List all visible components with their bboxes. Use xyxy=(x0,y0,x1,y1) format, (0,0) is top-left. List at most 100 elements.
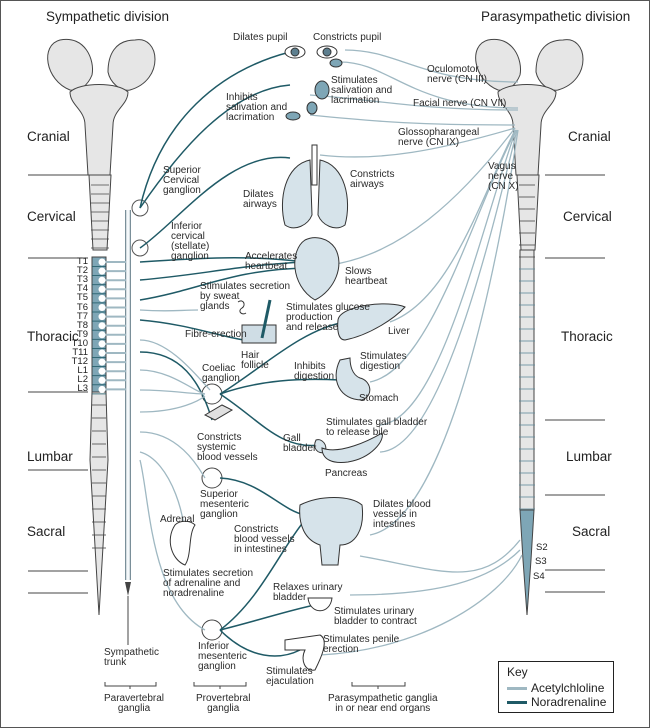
label-paravertebral-ganglia: Paravertebral ganglia xyxy=(104,693,165,714)
segment-L3: L3 xyxy=(77,383,88,395)
label-stimulates-digestion: Stimulates digestion xyxy=(360,351,407,372)
salivary-gland-4 xyxy=(285,111,301,121)
intestines xyxy=(299,497,364,566)
heart xyxy=(294,237,340,301)
segment-T6: T6 xyxy=(76,301,88,313)
root-node-T3 xyxy=(98,276,106,284)
lung-left xyxy=(282,159,313,229)
region-left-lumbar: Lumbar xyxy=(27,449,73,464)
segment-T3: T3 xyxy=(76,274,88,286)
root-node-T5 xyxy=(98,294,106,302)
salivary-gland-2 xyxy=(314,80,330,100)
root-node-T1 xyxy=(98,258,106,266)
label-slows-heartbeat: Slows heartbeat xyxy=(345,266,388,287)
label-pancreas: Pancreas xyxy=(325,468,368,479)
region-left-cranial: Cranial xyxy=(27,129,70,144)
label-inhibits-digestion: Inhibits digestion xyxy=(294,361,335,382)
adrenal-gland xyxy=(169,520,196,566)
label-glucose-release: Stimulates glucose production and releas… xyxy=(286,302,370,333)
legend-item-acetylcholine: Acetylchloline xyxy=(507,681,604,695)
penis xyxy=(284,634,325,671)
root-node-T11 xyxy=(98,349,106,357)
segment-T8: T8 xyxy=(76,319,88,331)
acetylcholine-pathways xyxy=(139,49,523,656)
label-bladder-contract: Stimulates urinary bladder to contract xyxy=(334,606,417,627)
salivary-gland-3 xyxy=(306,101,318,115)
region-right-cranial: Cranial xyxy=(568,129,611,144)
label-gall-bladder-bile: Stimulates gall bladder to release bile xyxy=(326,417,428,438)
label-penile-erection: Stimulates penile erection xyxy=(323,634,400,655)
segment-T7: T7 xyxy=(76,310,88,322)
label-sweat-glands: Stimulates secretion by sweat glands xyxy=(200,281,291,312)
legend-item-noradrenaline: Noradrenaline xyxy=(507,695,606,709)
right-spinal-cord xyxy=(516,174,540,616)
label-sympathetic-trunk: Sympathetic trunk xyxy=(104,647,160,668)
parasympathetic-title: Parasympathetic division xyxy=(481,9,631,24)
segment-S3: S3 xyxy=(535,556,547,567)
region-right-thoracic: Thoracic xyxy=(561,329,613,344)
hair-follicle-skin xyxy=(241,324,277,344)
bottom-brackets xyxy=(104,682,406,689)
organs xyxy=(169,45,406,671)
label-inferior-mesenteric-ganglion: Inferior mesenteric ganglion xyxy=(198,641,247,672)
label-parasympathetic-ganglia: Parasympathetic ganglia in or near end o… xyxy=(328,693,438,714)
urinary-bladder xyxy=(307,597,333,612)
label-relaxes-bladder: Relaxes urinary bladder xyxy=(273,582,343,603)
label-ejaculation: Stimulates ejaculation xyxy=(266,666,314,687)
label-vagus-nerve: Vagus nerve (CN X) xyxy=(488,161,519,192)
label-superior-cervical-ganglion: Superior Cervical ganglion xyxy=(163,165,201,196)
label-constricts-pupil: Constricts pupil xyxy=(313,32,382,43)
label-oculomotor-nerve: Oculomotor nerve (CN III) xyxy=(427,64,488,85)
segment-T9: T9 xyxy=(76,328,88,340)
region-right-lumbar: Lumbar xyxy=(566,449,612,464)
root-node-T9 xyxy=(98,331,106,339)
label-inhibits-salivation: Inhibits salivation and lacrimation xyxy=(226,92,288,123)
label-hair-follicle: Hair follicle xyxy=(241,350,269,371)
root-node-T10 xyxy=(98,340,106,348)
root-node-T2 xyxy=(98,267,106,275)
stomach xyxy=(335,357,371,401)
label-liver: Liver xyxy=(388,326,410,337)
left-spinal-cord xyxy=(88,174,112,616)
label-stimulates-salivation: Stimulates salivation and lacrimation xyxy=(331,75,393,106)
sympathetic-title: Sympathetic division xyxy=(46,9,170,24)
label-superior-mesenteric-ganglion: Superior mesenteric ganglion xyxy=(200,489,249,520)
label-accelerates-heartbeat: Accelerates heartbeat xyxy=(245,251,298,272)
blood-vessel xyxy=(203,404,234,421)
label-provertebral-ganglia: Provertebral ganglia xyxy=(196,693,251,714)
segment-L2: L2 xyxy=(77,374,88,386)
acetylcholine-swatch xyxy=(507,686,527,690)
region-right-sacral: Sacral xyxy=(572,524,611,539)
label-glossopharyngeal-nerve: Glossopharangeal nerve (CN IX) xyxy=(398,127,480,148)
legend-title: Key xyxy=(507,665,528,679)
label-dilates-airways: Dilates airways xyxy=(243,189,277,210)
segment-T2: T2 xyxy=(76,265,88,277)
label-facial-nerve: Facial nerve (CN VII) xyxy=(413,98,507,109)
root-node-T6 xyxy=(98,304,106,311)
noradrenaline-pathways xyxy=(139,51,346,657)
label-adrenaline-secretion: Stimulates secretion of adrenaline and n… xyxy=(163,568,254,599)
segment-T11: T11 xyxy=(72,347,88,358)
label-dilates-pupil: Dilates pupil xyxy=(233,32,288,43)
segment-S4: S4 xyxy=(533,571,545,582)
label-constricts-airways: Constricts airways xyxy=(350,169,395,190)
root-node-L2 xyxy=(98,376,106,384)
region-right-cervical: Cervical xyxy=(563,209,612,224)
root-node-T7 xyxy=(98,313,106,321)
salivary-gland-1 xyxy=(329,58,343,68)
trachea xyxy=(311,144,318,186)
label-gall-bladder: Gall bladder xyxy=(283,433,317,454)
region-left-thoracic: Thoracic xyxy=(27,329,79,344)
segment-T10: T10 xyxy=(71,337,88,349)
legend-label-acetylcholine: Acetylchloline xyxy=(531,681,605,695)
root-node-T12 xyxy=(98,358,106,366)
root-node-T8 xyxy=(98,322,106,330)
segment-T12: T12 xyxy=(71,356,88,368)
liver xyxy=(337,303,406,341)
left-brain xyxy=(47,38,156,176)
noradrenaline-swatch xyxy=(507,700,527,704)
lung-right xyxy=(317,159,348,229)
legend-label-noradrenaline: Noradrenaline xyxy=(531,695,607,709)
label-stomach: Stomach xyxy=(359,393,399,404)
